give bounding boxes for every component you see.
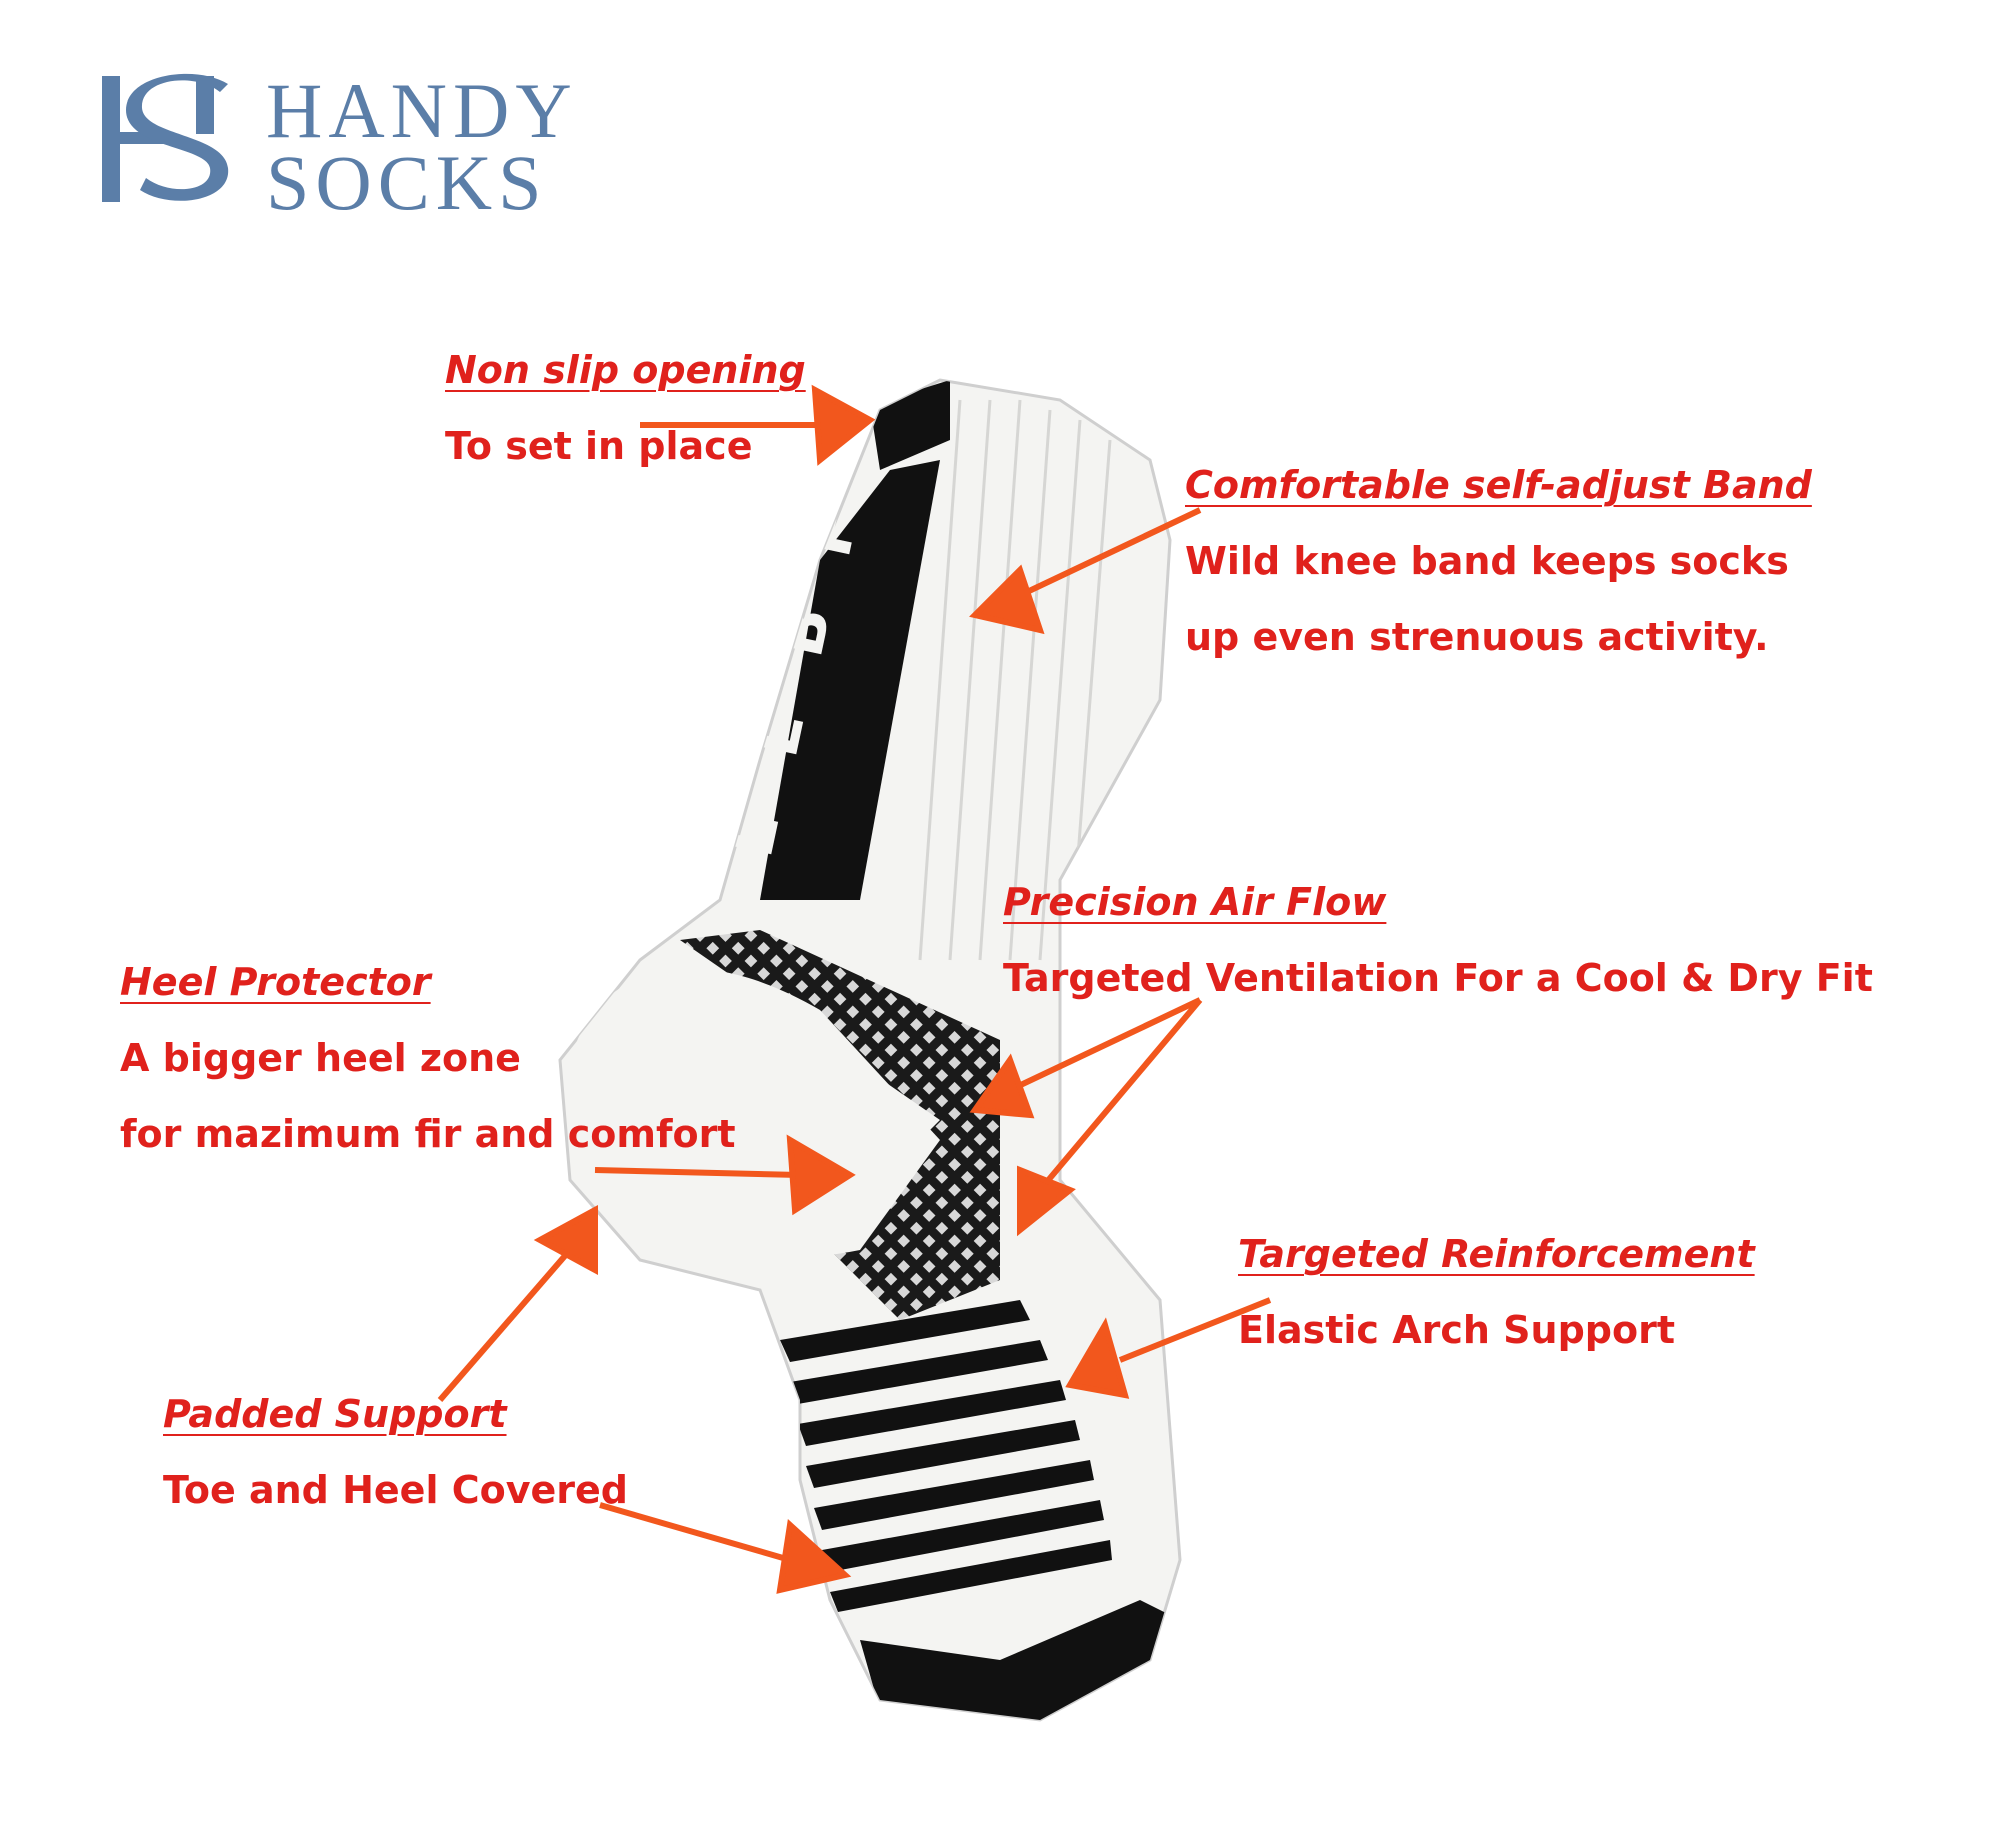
brand-word-socks: SOCKS: [266, 139, 548, 226]
arrow-band-icon: [969, 507, 1202, 635]
brand-logo: HANDY SOCKS: [100, 60, 572, 226]
annotation-padded: Padded Support Toe and Heel Covered: [163, 1392, 628, 1512]
arrow-heel-icon: [594, 1134, 856, 1216]
annotation-text: Elastic Arch Support: [1238, 1308, 1675, 1352]
arrow-airflow-2-icon: [1017, 998, 1203, 1237]
annotation-text: Wild knee band keeps socks: [1185, 539, 1789, 583]
annotation-title: Heel Protector: [120, 960, 431, 1004]
annotation-reinforcement: Targeted Reinforcement Elastic Arch Supp…: [1238, 1232, 1755, 1352]
annotation-text: A bigger heel zone: [120, 1036, 521, 1080]
annotation-text: Targeted Ventilation For a Cool & Dry Fi…: [1003, 956, 1873, 1000]
brand-word-handy: HANDY: [266, 67, 578, 154]
annotation-non-slip: Non slip opening To set in place: [445, 348, 806, 468]
arrow-padded-toe-icon: [599, 1502, 852, 1594]
annotation-text: up even strenuous activity.: [1185, 615, 1769, 659]
annotation-band: Comfortable self-adjust Band Wild knee b…: [1185, 463, 1812, 659]
annotation-text: To set in place: [445, 424, 753, 468]
annotation-title: Precision Air Flow: [1003, 880, 1387, 924]
arrow-airflow-1-icon: [969, 997, 1202, 1119]
arrow-non-slip-icon: [640, 384, 876, 466]
annotation-title: Targeted Reinforcement: [1238, 1232, 1755, 1276]
annotation-air-flow: Precision Air Flow Targeted Ventilation …: [1003, 880, 1873, 1000]
annotation-title: Padded Support: [163, 1392, 507, 1436]
annotation-title: Comfortable self-adjust Band: [1185, 463, 1812, 507]
arrow-padded-heel-icon: [437, 1204, 598, 1402]
annotation-title: Non slip opening: [445, 348, 806, 392]
annotation-text: for mazimum fir and comfort: [120, 1112, 736, 1156]
hs-monogram-icon: [102, 73, 229, 202]
arrow-reinforcement-icon: [1065, 1297, 1272, 1399]
annotation-heel: Heel Protector A bigger heel zone for ma…: [120, 960, 736, 1156]
callout-arrows: [437, 384, 1272, 1594]
annotation-text: Toe and Heel Covered: [163, 1468, 628, 1512]
